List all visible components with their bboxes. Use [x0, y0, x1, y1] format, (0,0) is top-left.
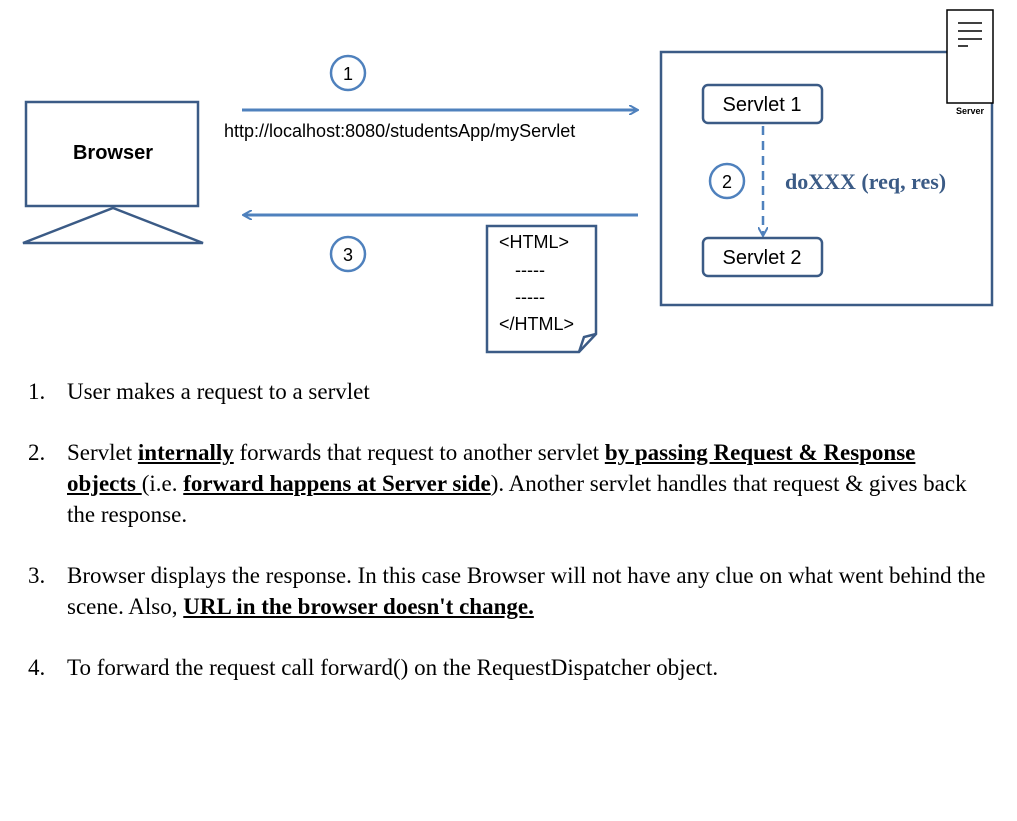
step-number: 1.: [28, 379, 46, 404]
step3-circle: [329, 235, 367, 273]
servlet1-box: [701, 83, 824, 125]
step-emphasis: internally: [137, 440, 234, 465]
step2-circle: [708, 162, 746, 200]
step-item: 3. Browser displays the response. In this…: [28, 560, 988, 622]
method-label: doXXX (req, res): [785, 169, 946, 194]
servlet2-box: [701, 236, 824, 278]
browser-label: Browser: [73, 142, 153, 164]
step1-circle: [329, 54, 367, 92]
doc-line-4: </HTML>: [499, 314, 574, 334]
step-number: 3.: [28, 563, 46, 588]
step-text: To forward the request call forward() on…: [67, 655, 719, 680]
step-emphasis: URL in the browser doesn't change.: [183, 594, 534, 619]
step-number: 4.: [28, 655, 46, 680]
servlet2-label: Servlet 2: [723, 247, 802, 269]
step-text: ). Another servlet handles that request …: [67, 471, 967, 527]
step2-label: 2: [722, 172, 732, 192]
servlet-forward-diagram: Browser 1 http://localhost:8080/students…: [22, 9, 994, 354]
step1-label: 1: [343, 64, 353, 84]
server-label: Server: [956, 106, 985, 116]
step-text: forwards that request to another servlet: [233, 440, 605, 465]
html-document-icon: [485, 224, 598, 354]
doc-line-2: -----: [515, 260, 545, 280]
browser-monitor-icon: [22, 100, 204, 245]
step-emphasis: by passing Request & Response objects: [67, 440, 916, 496]
step-item: 4. To forward the request call forward() …: [28, 652, 988, 683]
steps-list: 1. User makes a request to a servlet 2. Ser…: [28, 376, 988, 713]
step-text: Browser displays the response. In this c…: [67, 563, 986, 619]
step-item: 1. User makes a request to a servlet: [28, 376, 988, 407]
step-item: 2. Servlet internally forwards that reque…: [28, 437, 988, 530]
step-number: 2.: [28, 440, 46, 465]
doc-line-1: <HTML>: [499, 232, 569, 252]
doc-line-3: -----: [515, 287, 545, 307]
step-text: (i.e.: [141, 471, 184, 496]
step3-label: 3: [343, 245, 353, 265]
request-url: http://localhost:8080/studentsApp/myServ…: [224, 121, 575, 141]
step-text: User makes a request to a servlet: [67, 379, 370, 404]
step-emphasis: forward happens at Server side: [183, 471, 491, 496]
server-tower-icon: [946, 9, 994, 104]
servlet1-label: Servlet 1: [723, 94, 802, 116]
step-text: Servlet: [67, 440, 138, 465]
